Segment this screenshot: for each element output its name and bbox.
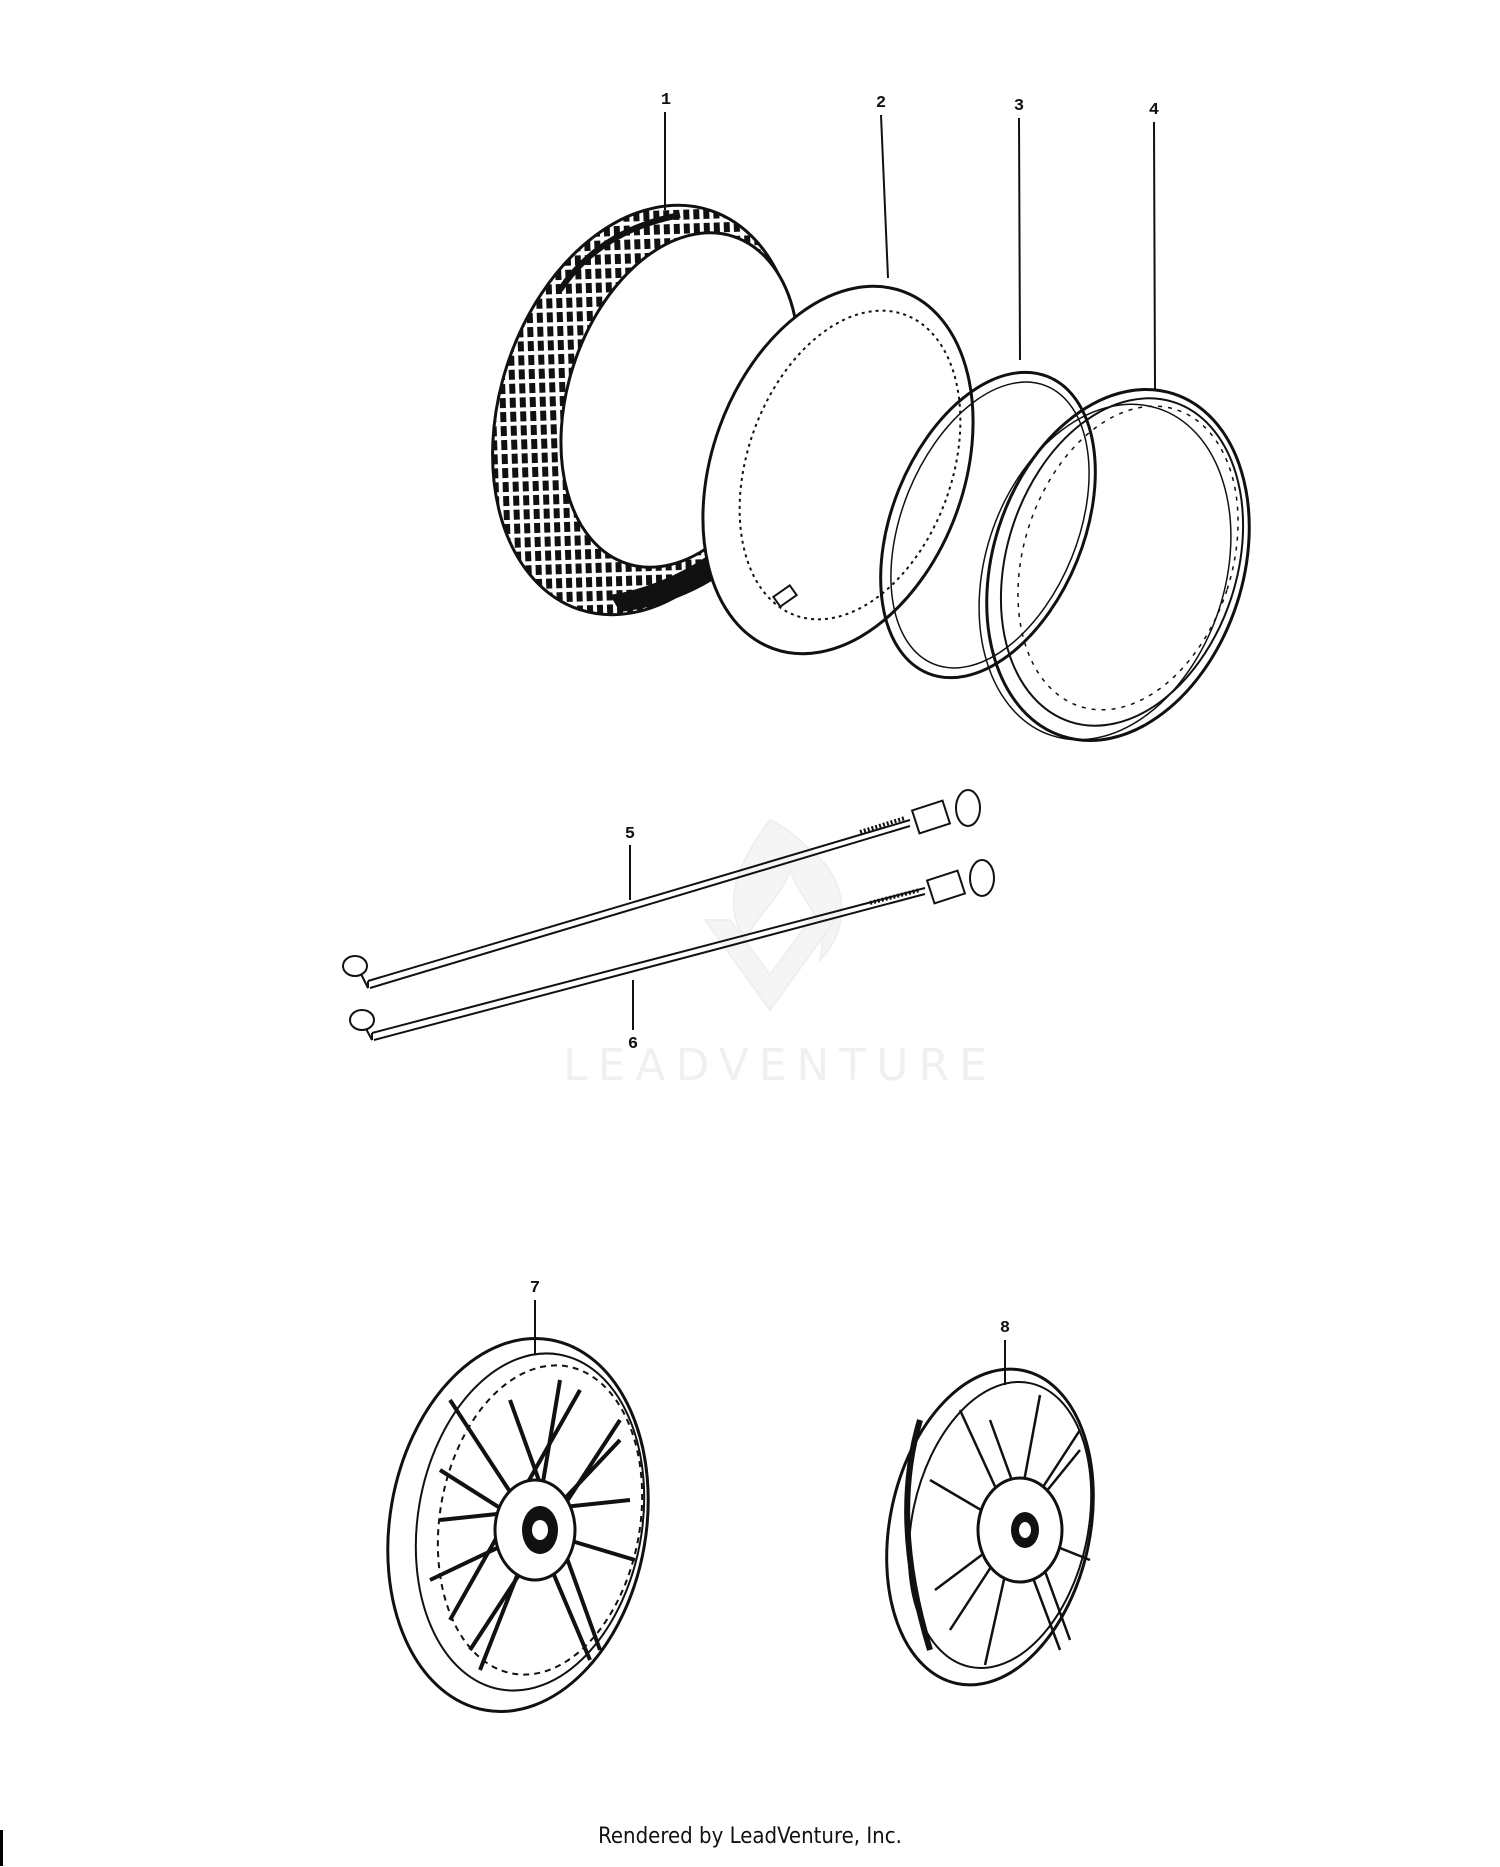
part-tube (701, 284, 975, 656)
callout-5: 5 (625, 825, 635, 844)
callout-2: 2 (876, 94, 886, 113)
part-wheel-assembly-7 (386, 1337, 650, 1713)
part-spoke-5 (342, 789, 981, 989)
edge-marker (0, 1830, 3, 1866)
leader-line-2 (880, 114, 889, 279)
watermark-text: LEADVENTURE (563, 1040, 997, 1091)
spoke-nipple-lower-icon (925, 859, 995, 905)
part-spoke-6 (349, 859, 995, 1041)
part-wheel-assembly-8 (885, 1367, 1095, 1687)
leader-line-4 (1153, 121, 1156, 391)
leader-line-3 (1018, 117, 1021, 361)
valve-stem-icon (771, 583, 799, 609)
footer-credit: Rendered by LeadVenture, Inc. (598, 1824, 902, 1849)
callout-3: 3 (1014, 97, 1024, 116)
spoke-nipple-upper-icon (910, 789, 981, 835)
part-rim-band (879, 370, 1097, 680)
callout-6: 6 (628, 1035, 638, 1054)
callout-4: 4 (1149, 101, 1159, 120)
callout-7: 7 (530, 1279, 540, 1298)
callout-1: 1 (661, 91, 671, 110)
part-rim (978, 388, 1251, 742)
callout-8: 8 (1000, 1319, 1010, 1338)
